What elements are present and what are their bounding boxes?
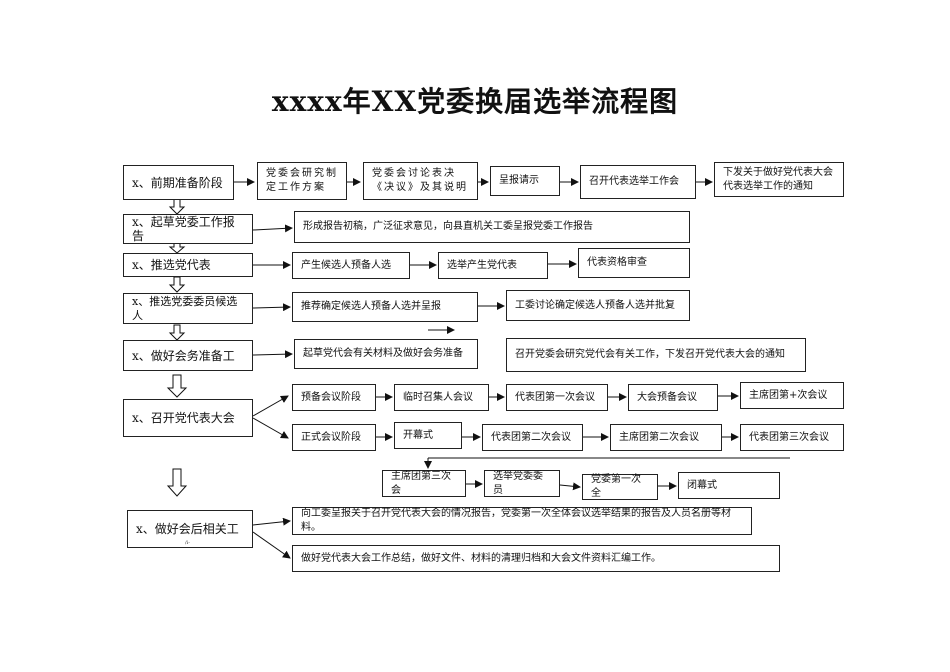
step-candidate-prelist: 产生候选人预备人选 <box>292 252 410 279</box>
step-presidium-meeting-1: 主席团第+次会议 <box>740 382 844 409</box>
step-election-meeting: 召开代表选举工作会 <box>580 165 696 199</box>
step-opening: 开幕式 <box>394 422 462 449</box>
step-recommend-candidates: 推荐确定候选人预备人选并呈报 <box>292 292 478 322</box>
step-presidium-meeting-2: 主席团第二次会议 <box>610 424 722 451</box>
stage-1-label: x、前期准备阶段 <box>132 175 223 190</box>
stage-4-box: x、推选党委委员候选人 <box>123 293 253 324</box>
step-delegation-meeting-2: 代表团第二次会议 <box>482 424 583 451</box>
step-work-plan: 党委会研究制定工作方案 <box>257 162 347 200</box>
stage-4-label: x、推选党委委员候选人 <box>132 294 238 322</box>
step-convener-meeting: 临时召集人会议 <box>394 384 489 411</box>
step-presidium-meeting-3: 主席团第三次会 <box>382 470 466 497</box>
step-elect-committee: 选举党委委员 <box>484 470 560 497</box>
stage-6-box: x、召开党代表大会 <box>123 399 253 437</box>
stage-2-box: x、起草党委工作报告 <box>123 214 253 244</box>
step-delegation-meeting-1: 代表团第一次会议 <box>506 384 608 411</box>
step-elect-delegates: 选举产生党代表 <box>438 252 548 279</box>
step-formal-phase: 正式会议阶段 <box>292 424 376 451</box>
page-title: xxxx年XX党委换届选举流程图 <box>271 85 679 118</box>
step-prepare-materials: 起草党代会有关材料及做好会务准备 <box>294 339 478 369</box>
stage-3-box: x、推选党代表 <box>123 253 253 277</box>
small-note: /i- <box>185 540 190 546</box>
step-closing: 闭幕式 <box>678 472 780 499</box>
step-congress-notice: 召开党委会研究党代会有关工作，下发召开党代表大会的通知 <box>506 338 806 372</box>
step-delegation-meeting-3: 代表团第三次会议 <box>740 424 844 451</box>
step-submit-report: 向工委呈报关于召开党代表大会的情况报告，党委第一次全体会议选举结果的报告及人员名… <box>292 507 752 535</box>
step-issue-notice: 下发关于做好党代表大会代表选举工作的通知 <box>714 162 844 197</box>
step-prep-phase: 预备会议阶段 <box>292 384 376 411</box>
stage-7-label: x、做好会后相关工 <box>136 522 239 536</box>
stage-3-label: x、推选党代表 <box>132 258 211 272</box>
step-submit-request: 呈报请示 <box>490 166 560 196</box>
step-qualification-review: 代表资格审查 <box>578 248 690 278</box>
step-resolution-vote: 党委会讨论表决《决议》及其说明 <box>363 162 478 200</box>
stage-5-box: x、做好会务准备工 <box>123 340 253 371</box>
stage-5-label: x、做好会务准备工 <box>132 348 235 363</box>
stage-6-label: x、召开党代表大会 <box>132 411 235 425</box>
step-committee-plenary-1: 党委第一次全 <box>582 474 658 500</box>
step-draft-report: 形成报告初稿，广泛征求意见，向县直机关工委呈报党委工作报告 <box>294 211 690 243</box>
stage-7-box: x、做好会后相关工 <box>127 510 253 548</box>
step-prep-plenary: 大会预备会议 <box>628 384 718 411</box>
step-approve-candidates: 工委讨论确定候选人预备人选并批复 <box>506 290 690 321</box>
stage-1-box: x、前期准备阶段 <box>123 165 234 200</box>
step-work-summary: 做好党代表大会工作总结，做好文件、材料的清理归档和大会文件资料汇编工作。 <box>292 545 780 572</box>
stage-2-label: x、起草党委工作报告 <box>132 215 235 243</box>
